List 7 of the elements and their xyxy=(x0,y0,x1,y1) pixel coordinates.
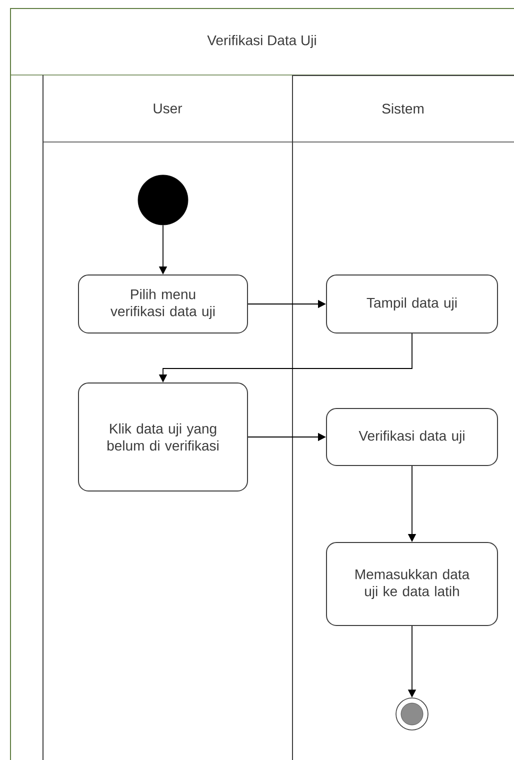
action-box: Verifikasi data uji xyxy=(326,408,498,466)
action-box: Pilih menu verifikasi data uji xyxy=(78,274,248,334)
action-box: Memasukkan data uji ke data latih xyxy=(326,542,498,626)
action-box: Tampil data uji xyxy=(326,274,498,334)
action-box: Klik data uji yang belum di verifikasi xyxy=(78,382,248,492)
end-circle xyxy=(396,698,428,730)
start-circle xyxy=(138,174,188,226)
